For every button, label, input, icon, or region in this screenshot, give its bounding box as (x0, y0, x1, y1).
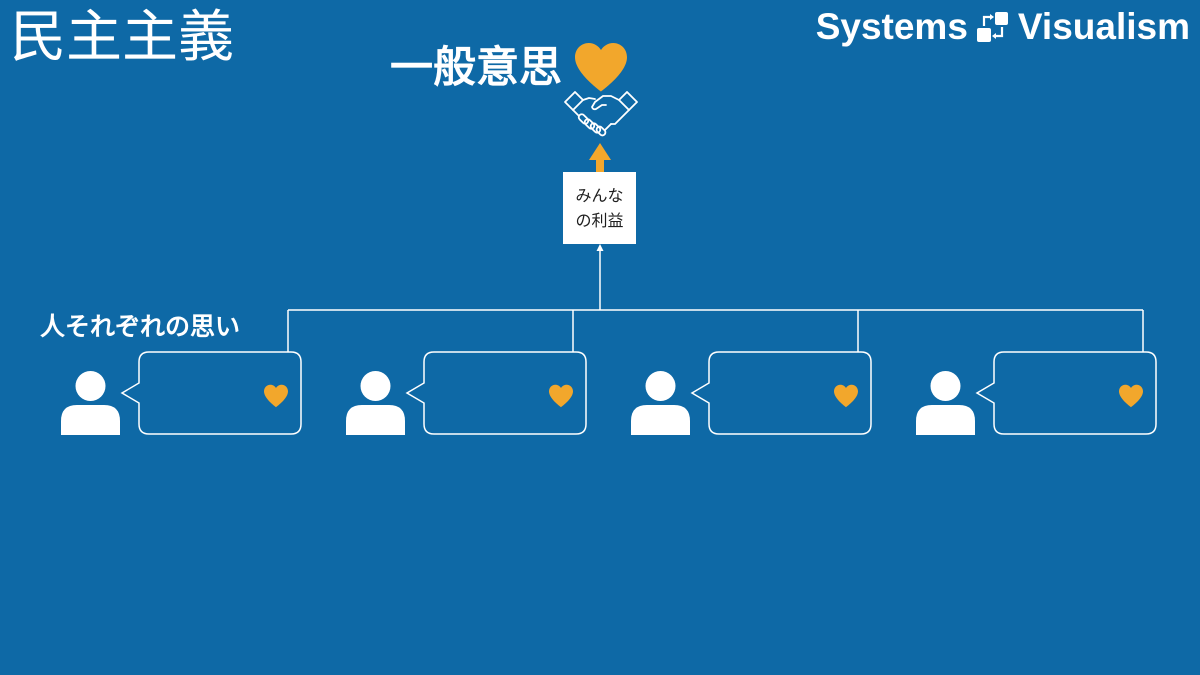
arrowhead (596, 244, 604, 251)
left-cuff (564, 91, 584, 111)
speech-bubble (120, 351, 302, 435)
arrow-up-icon (589, 143, 611, 173)
right-cuff (618, 91, 638, 111)
finger (583, 118, 596, 130)
brand-word-left: Systems (815, 6, 968, 47)
common-interest-line: の利益 (575, 211, 624, 230)
individual (346, 310, 587, 435)
heart-icon (1119, 384, 1143, 408)
slide-title: 民主主義 (10, 5, 234, 70)
finger (589, 122, 602, 134)
right-fingertips (604, 123, 612, 131)
general-will-label: 一般意思 (390, 43, 562, 93)
brand-word-right: Visualism (1017, 6, 1190, 47)
person-icon (631, 371, 690, 435)
person-icon (916, 371, 975, 435)
handshake-icon (564, 91, 638, 137)
heart-icon (549, 384, 573, 408)
finger (577, 113, 590, 125)
left-hand-top (582, 97, 596, 101)
speech-bubble (690, 351, 872, 435)
right-hand-thumb (591, 95, 620, 111)
left-hand-bottom (572, 109, 579, 116)
heart-icon (575, 42, 627, 92)
speech-bubble (405, 351, 587, 435)
individual-wills-label: 人それぞれの思い (40, 312, 241, 341)
person-icon (346, 371, 405, 435)
person-icon (61, 371, 120, 435)
right-hand-bottom (610, 109, 630, 125)
speech-bubble (975, 351, 1157, 435)
heart-icon (834, 384, 858, 408)
heart-icon (264, 384, 288, 408)
brand: Systems Visualism (816, 4, 1190, 50)
individual (631, 310, 872, 435)
finger (595, 125, 607, 137)
common-interest-line: みんな (575, 186, 624, 205)
systems-visualism-logo-icon (976, 12, 1008, 42)
common-interest-box: みんな の利益 (563, 172, 636, 244)
individual (916, 310, 1157, 435)
